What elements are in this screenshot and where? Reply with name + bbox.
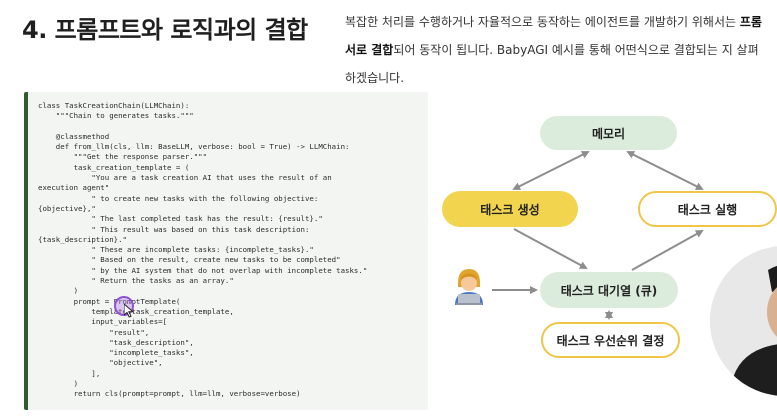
slide-description: 복잡한 처리를 수행하거나 자율적으로 동작하는 에이전트를 개발하기 위해서는…: [345, 8, 777, 88]
arrow-queue-exec: [631, 230, 704, 271]
code-text: class TaskCreationChain(LLMChain): """Ch…: [38, 101, 368, 399]
desc-line-3: 하겠습니다.: [345, 71, 405, 85]
mouse-pointer-icon: [124, 304, 135, 318]
node-task-queue: 태스크 대기열 (큐): [540, 272, 678, 308]
arrow-memory-create: [512, 151, 590, 190]
desc-line-1-bold: 프롬: [739, 15, 762, 29]
user-laptop-icon: [455, 269, 483, 305]
slide-title: 4. 프롬프트와 로직과의 결합: [22, 16, 308, 44]
node-task-exec: 태스크 실행: [638, 191, 777, 227]
presenter-avatar: [710, 246, 777, 396]
node-task-priority: 태스크 우선순위 결정: [541, 322, 680, 358]
arrow-memory-exec: [626, 151, 704, 190]
desc-line-1: 복잡한 처리를 수행하거나 자율적으로 동작하는 에이전트를 개발하기 위해서는…: [345, 8, 777, 36]
desc-line-2-bold: 서로 결합: [345, 43, 394, 57]
code-block: class TaskCreationChain(LLMChain): """Ch…: [24, 92, 428, 410]
desc-line-1-text: 복잡한 처리를 수행하거나 자율적으로 동작하는 에이전트를 개발하기 위해서는: [345, 15, 740, 29]
desc-line-2: 서로 결합되어 동작이 됩니다. BabyAGI 예시를 통해 어떤식으로 결합…: [345, 36, 777, 64]
arrow-create-queue: [513, 228, 588, 269]
desc-line-2-text: 되어 동작이 됩니다. BabyAGI 예시를 통해 어떤식으로 결합되는 지 …: [393, 43, 759, 57]
node-task-create: 태스크 생성: [442, 191, 578, 227]
node-memory: 메모리: [540, 116, 677, 150]
